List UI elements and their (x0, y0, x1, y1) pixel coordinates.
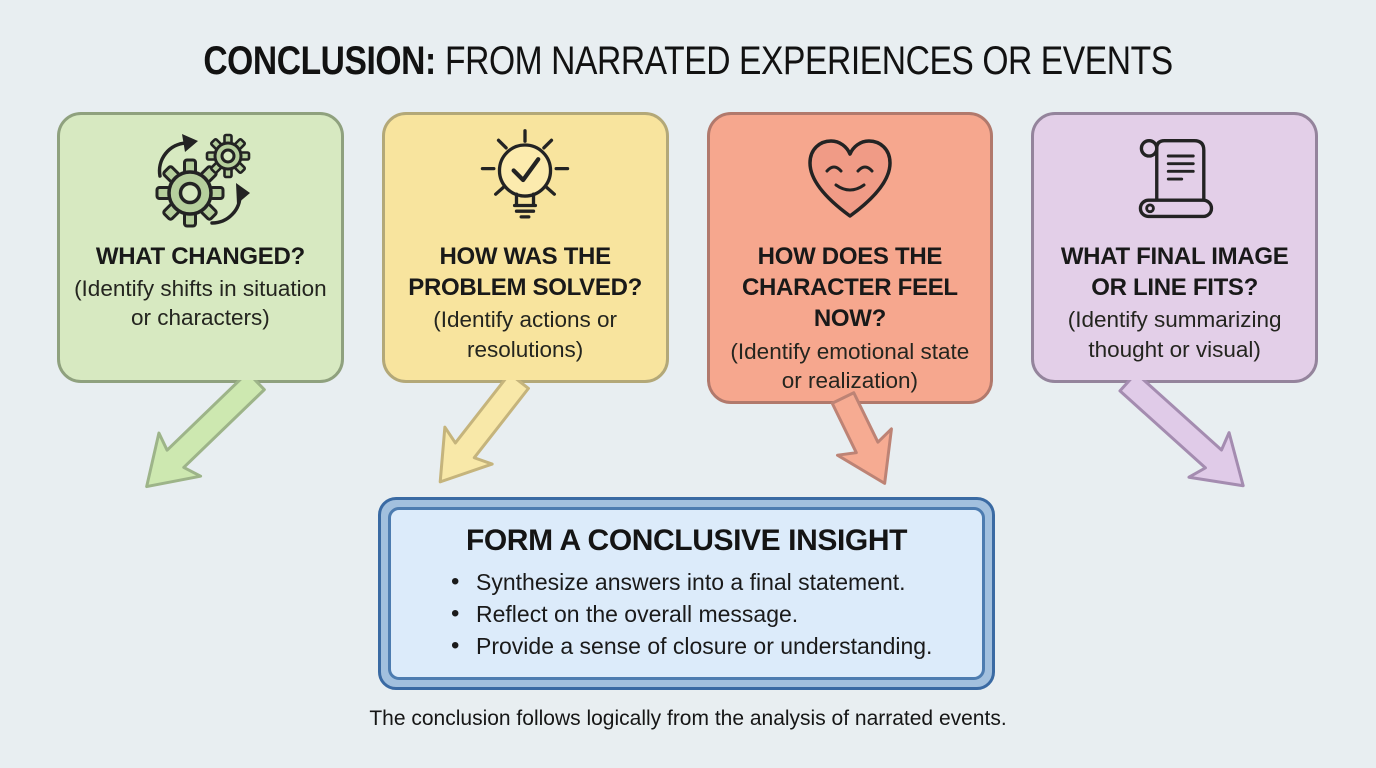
card-final-image: WHAT FINAL IMAGE OR LINE FITS? (Identify… (1031, 112, 1318, 383)
page-title-rest: FROM NARRATED EXPERIENCES OR EVENTS (444, 39, 1173, 84)
gears-cycle-icon (148, 129, 252, 231)
lightbulb-check-icon (477, 129, 573, 231)
page-title-lead: CONCLUSION: (203, 39, 436, 84)
insight-box-inner: FORM A CONCLUSIVE INSIGHT Synthesize ans… (388, 507, 985, 680)
card-subtext: (Identify summarizing thought or visual) (1067, 307, 1282, 362)
insight-heading: FORM A CONCLUSIVE INSIGHT (465, 524, 908, 557)
insight-box: FORM A CONCLUSIVE INSIGHT Synthesize ans… (378, 497, 995, 690)
insight-bullet: Synthesize answers into a final statemen… (449, 565, 962, 599)
card-subtext: (Identify emotional state or realization… (730, 338, 970, 393)
card-heading: WHAT FINAL IMAGE OR LINE FITS? (1060, 243, 1289, 302)
heart-calm-face-icon (800, 129, 900, 231)
insight-bullet-list: Synthesize answers into a final statemen… (449, 565, 962, 663)
card-heading: HOW DOES THE CHARACTER FEEL NOW? (741, 243, 958, 333)
card-subtext: (Identify shifts in situation or charact… (74, 276, 327, 331)
insight-bullet: Reflect on the overall message. (449, 597, 962, 631)
scroll-icon (1127, 129, 1223, 231)
question-cards-row: WHAT CHANGED? (Identify shifts in situat… (57, 112, 1318, 404)
footnote: The conclusion follows logically from th… (369, 707, 1007, 730)
card-heading: HOW WAS THE PROBLEM SOLVED? (408, 243, 642, 302)
insight-bullet: Provide a sense of closure or understand… (449, 629, 962, 663)
card-what-changed: WHAT CHANGED? (Identify shifts in situat… (57, 112, 344, 383)
card-problem-solved: HOW WAS THE PROBLEM SOLVED? (Identify ac… (381, 112, 669, 383)
card-heading: WHAT CHANGED? (95, 243, 305, 270)
card-character-feel: HOW DOES THE CHARACTER FEEL NOW? (Identi… (706, 112, 994, 404)
card-subtext: (Identify actions or resolutions) (433, 307, 618, 362)
page-title: CONCLUSION:FROM NARRATED EXPERIENCES OR … (0, 39, 1376, 84)
